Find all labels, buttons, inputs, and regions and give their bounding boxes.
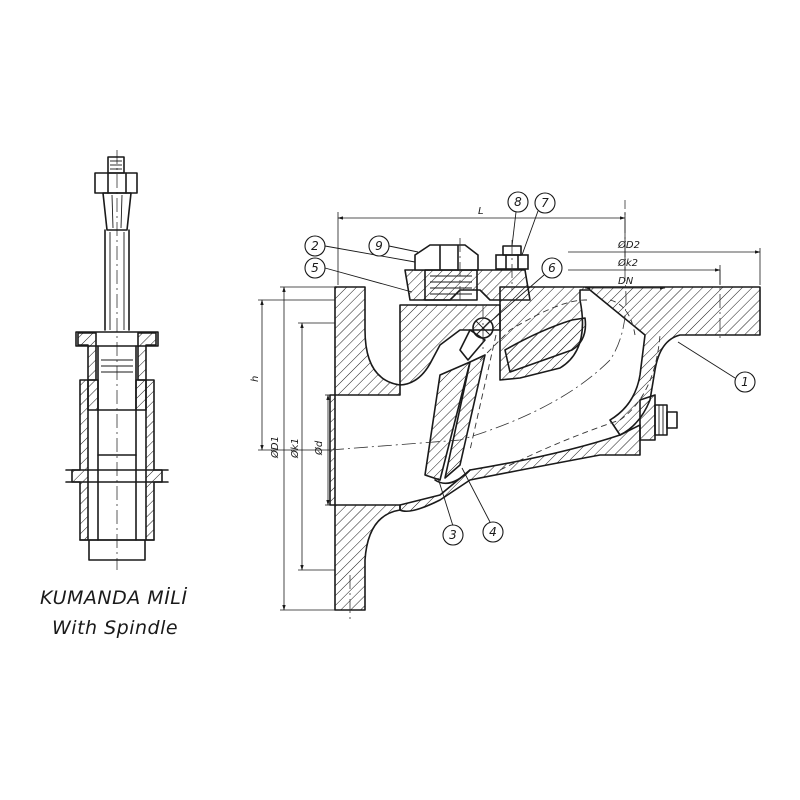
dim-d1-label: ØD1 [269, 436, 281, 459]
plug-nut [414, 244, 479, 271]
spindle-gland-left [77, 332, 97, 381]
dim-height-label: h [250, 376, 261, 382]
body-lower-wall [399, 424, 641, 513]
dim-k2-label: Øk2 [617, 257, 638, 269]
elbow-rib [504, 317, 587, 373]
spindle-gland-right [137, 332, 157, 381]
spindle-housing-left [71, 379, 89, 541]
dimensions: L ØD2 Øk2 DN h ØD1 Øk1 Ød [250, 206, 761, 611]
balloon-4: 4 [489, 525, 497, 539]
balloon-3: 3 [449, 528, 457, 542]
balloon-9: 9 [375, 239, 383, 253]
disc-seat-ring [444, 354, 486, 479]
inlet-flange [329, 286, 401, 611]
caption-line-1: KUMANDA MİLİ [40, 586, 188, 609]
dim-dn-label: DN [618, 276, 634, 287]
spindle-top-nut [94, 172, 138, 194]
dim-bore-label: Ød [313, 440, 325, 456]
dim-length-label: L [478, 206, 484, 217]
balloon-8: 8 [514, 195, 522, 209]
dim-d2-label: ØD2 [617, 239, 640, 251]
part-balloons: 1 2 3 4 5 6 7 8 9 [304, 191, 756, 546]
spindle-square-drive [102, 192, 132, 231]
valve-section [329, 200, 761, 620]
balloon-7: 7 [541, 196, 549, 210]
balloon-5: 5 [311, 261, 319, 275]
caption-line-2: With Spindle [52, 617, 178, 639]
balloon-2: 2 [311, 239, 319, 253]
side-bolt-nut [654, 404, 668, 436]
bonnet-cover [404, 269, 531, 301]
spindle-view [65, 150, 169, 570]
dim-k1-label: Øk1 [289, 438, 301, 459]
spindle-housing-right [145, 379, 163, 541]
balloon-1: 1 [741, 375, 749, 389]
balloon-6: 6 [548, 261, 556, 275]
check-disc [424, 361, 471, 481]
side-bolt-end [666, 411, 678, 429]
